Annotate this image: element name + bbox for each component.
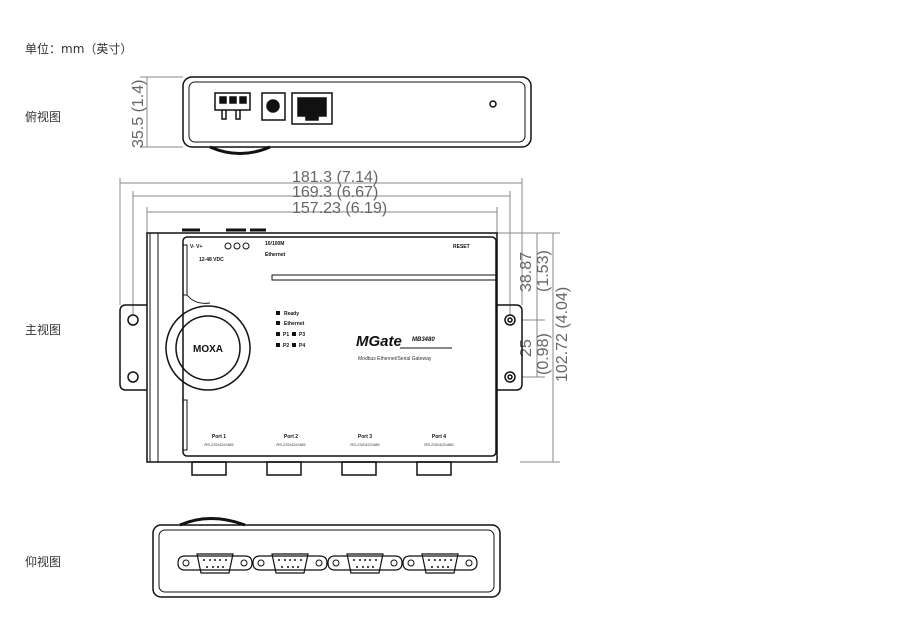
port-2-label: Port 2: [284, 434, 298, 440]
led-p4-label: P4: [299, 343, 305, 349]
dim-height-overall: 102.72 (4.04): [554, 287, 571, 382]
dim-width-overall: 181.3 (7.14): [292, 169, 378, 186]
led-ready-label: Ready: [284, 311, 299, 317]
model-label: MB3480: [412, 337, 435, 343]
front-view: 181.3 (7.14) 169.3 (6.67) 157.23 (6.19) …: [119, 169, 571, 476]
port-4-type: RS-232/422/485: [424, 442, 454, 447]
dim-height-to-hole: 38.87: [518, 252, 535, 292]
product-logo: MGate: [356, 333, 402, 350]
terminal-block: [214, 92, 251, 111]
led-ethernet-label: Ethernet: [284, 321, 305, 327]
port-3-label: Port 3: [358, 434, 372, 440]
description-label: Modbus Ethernet/Serial Gateway: [358, 356, 432, 362]
port-1-type: RS-232/422/485: [204, 442, 234, 447]
moxa-logo: MOXA: [193, 344, 223, 355]
port-1-label: Port 1: [212, 434, 226, 440]
dim-height-to-hole-in: (1.53): [535, 250, 552, 292]
dim-width-holes: 169.3 (6.67): [292, 184, 378, 201]
rj45-port: [291, 92, 333, 125]
dim-top-height: 35.5 (1.4): [130, 80, 147, 148]
port-4-label: Port 4: [432, 434, 446, 440]
port-3-type: RS-232/422/485: [350, 442, 380, 447]
top-view: 35.5 (1.4): [130, 76, 532, 155]
ethernet-port-label: Ethernet: [265, 252, 286, 258]
led-p2-label: P2: [283, 343, 289, 349]
front-view-label: 主视图: [25, 323, 62, 337]
power-jack: [261, 92, 286, 121]
power-range-label: 12-48 VDC: [199, 257, 224, 263]
reset-label: RESET: [453, 244, 470, 250]
ethernet-speed-label: 10/100M: [265, 241, 284, 247]
left-mount-ear: [119, 304, 147, 391]
port-2-type: RS-232/422/485: [276, 442, 306, 447]
dim-width-body: 157.23 (6.19): [292, 200, 387, 217]
unit-label: 单位：mm（英寸）: [25, 42, 133, 56]
led-p3-label: P3: [299, 332, 305, 338]
bottom-view-label: 仰视图: [25, 555, 62, 569]
dim-hole-spacing-in: (0.98): [535, 333, 552, 375]
bottom-view: [152, 517, 501, 598]
db9-connector: [177, 553, 253, 574]
top-view-label: 俯视图: [25, 110, 62, 124]
power-label: V- V+: [190, 244, 202, 250]
dim-hole-spacing: 25: [518, 339, 535, 357]
led-p1-label: P1: [283, 332, 289, 338]
right-mount-ear: [497, 304, 523, 391]
